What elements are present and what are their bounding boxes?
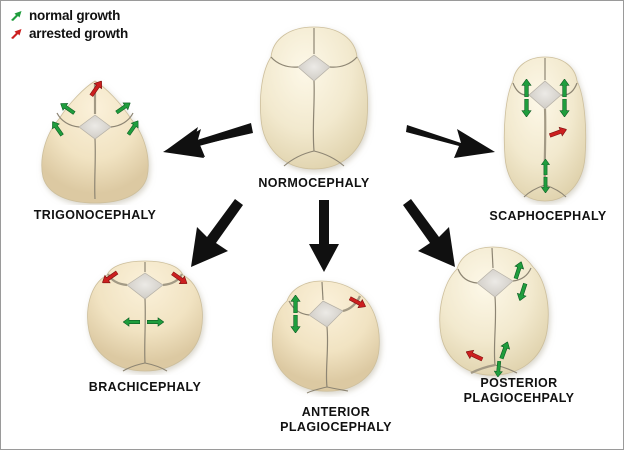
skull-scaphocephaly [493,53,597,205]
skull-anterior-plagiocephaly [265,277,387,397]
legend-item-normal-growth: normal growth [9,7,128,24]
skull-posterior-plagiocephaly [431,243,559,381]
skull-normocephaly-illustration [260,26,368,170]
skull-scaphocephaly-illustration [503,56,587,202]
legend-label-normal-growth: normal growth [29,8,121,23]
skull-anterior-plagiocephaly-illustration [271,280,380,394]
caption-brachicephaly: BRACHICEPHALY [88,380,202,394]
caption-scaphocephaly: SCAPHOCEPHALY [489,209,607,223]
skull-brachicephaly [79,257,211,375]
arrow-to-trigonocephaly [161,105,253,172]
legend-label-arrested-growth: arrested growth [29,26,129,41]
arrow-up-right-icon [9,8,24,23]
arrow-to-brachicephaly [187,197,259,280]
arrow-to-anterior-plagiocephaly [305,198,343,279]
skull-posterior-plagiocephaly-illustration [439,246,549,378]
skull-normocephaly [249,23,379,175]
legend-item-arrested-growth: arrested growth [9,25,128,42]
caption-posterior-plagiocephaly: POSTERIOR PLAGIOCEHPALY [463,376,575,405]
caption-anterior-plagiocephaly: ANTERIOR PLAGIOCEPHALY [280,405,392,434]
skull-trigonocephaly [31,77,159,205]
arrow-up-right-icon [9,26,24,41]
skull-trigonocephaly-illustration [41,78,149,204]
caption-normocephaly: NORMOCEPHALY [258,176,370,190]
legend: normal growth arrested growth [9,7,128,43]
skull-brachicephaly-illustration [87,260,203,372]
caption-trigonocephaly: TRIGONOCEPHALY [33,208,157,222]
arrow-to-posterior-plagiocephaly [387,197,459,280]
arrow-to-scaphocephaly [405,105,497,172]
